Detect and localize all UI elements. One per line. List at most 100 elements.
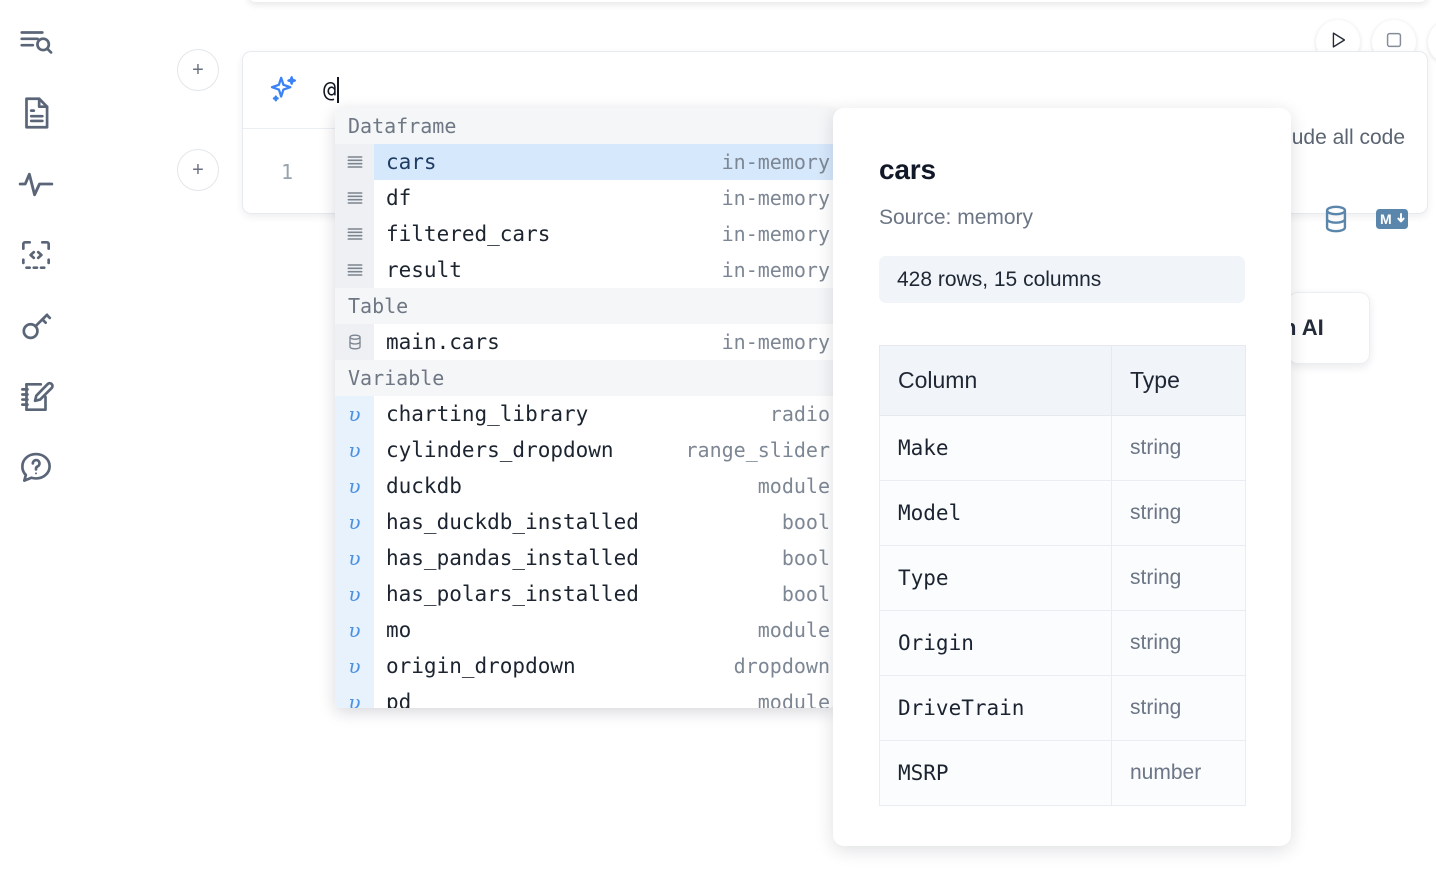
completion-option-content: cylinders_dropdown range_slider xyxy=(374,432,834,468)
sidebar-item-activity[interactable] xyxy=(12,160,60,208)
schema-table-header-row: Column Type xyxy=(879,345,1246,416)
ai-prompt-input[interactable]: @ xyxy=(323,52,1173,128)
sidebar-item-help[interactable] xyxy=(12,444,60,492)
with-ai-chip-label: h AI xyxy=(1289,315,1324,340)
sidebar-item-scratchpad[interactable] xyxy=(12,373,60,421)
preview-title: cars xyxy=(879,154,936,185)
play-triangle-icon xyxy=(1327,29,1349,56)
schema-column-type: string xyxy=(1111,480,1246,546)
completion-option-content: pd module xyxy=(374,684,834,708)
preview-source: Source: memory xyxy=(879,206,1034,229)
sidebar-item-secrets[interactable] xyxy=(12,302,60,350)
schema-column-name: Origin xyxy=(879,610,1112,676)
plus-icon: + xyxy=(192,59,204,81)
completion-option-type: in-memory xyxy=(721,186,830,210)
sparkle-ai-icon xyxy=(267,73,301,107)
completion-option-name: df xyxy=(386,186,412,210)
code-editor-row[interactable]: 1 xyxy=(243,130,1173,214)
svg-text:M: M xyxy=(1380,211,1392,227)
completion-option-name: origin_dropdown xyxy=(386,654,576,678)
completion-option[interactable]: υ origin_dropdown dropdown xyxy=(335,648,834,684)
dataframe-icon xyxy=(335,144,374,180)
add-cell-button-top[interactable]: + xyxy=(177,49,219,91)
completion-option-name: has_pandas_installed xyxy=(386,546,639,570)
completion-option-type: module xyxy=(757,690,830,708)
dataframe-icon xyxy=(335,252,374,288)
variable-icon: υ xyxy=(335,612,374,648)
completion-group-header: Dataframe xyxy=(335,108,834,144)
completion-option[interactable]: υ cylinders_dropdown range_slider xyxy=(335,432,834,468)
completion-option-name: has_duckdb_installed xyxy=(386,510,639,534)
plus-icon: + xyxy=(192,159,204,181)
text-caret xyxy=(336,77,339,103)
schema-column-header: Column xyxy=(879,345,1112,416)
variable-icon: υ xyxy=(335,684,374,708)
completion-option-type: range_slider xyxy=(685,438,831,462)
schema-column-name: Type xyxy=(879,545,1112,611)
completion-option-type: in-memory xyxy=(721,258,830,282)
sidebar-item-explore[interactable] xyxy=(12,18,60,66)
completion-option-name: pd xyxy=(386,690,412,708)
cell-above-edge xyxy=(248,0,1428,2)
completion-option-name: duckdb xyxy=(386,474,462,498)
completion-option-type: in-memory xyxy=(721,150,830,174)
with-ai-chip[interactable]: h AI xyxy=(1288,292,1370,364)
sidebar-item-files[interactable] xyxy=(12,89,60,137)
completion-group-header: Variable xyxy=(335,360,834,396)
completion-option-content: df in-memory xyxy=(374,180,834,216)
completion-option-type: radio xyxy=(769,402,830,426)
schema-column-name: Make xyxy=(879,415,1112,481)
completion-option[interactable]: υ has_polars_installed bool xyxy=(335,576,834,612)
schema-column-type: string xyxy=(1111,545,1246,611)
schema-column-name: DriveTrain xyxy=(879,675,1112,741)
completion-option[interactable]: df in-memory xyxy=(335,180,834,216)
completion-option-name: filtered_cars xyxy=(386,222,551,246)
completion-option-type: dropdown xyxy=(733,654,830,678)
variable-icon: υ xyxy=(335,648,374,684)
variable-icon: υ xyxy=(335,432,374,468)
completion-option-name: cylinders_dropdown xyxy=(386,438,614,462)
variable-icon: υ xyxy=(335,540,374,576)
ai-prompt-text: @ xyxy=(323,77,336,103)
markdown-icon[interactable]: M xyxy=(1375,206,1409,237)
schema-column-name: Model xyxy=(879,480,1112,546)
dataframe-preview-card: cars Source: memory 428 rows, 15 columns… xyxy=(833,108,1291,846)
variable-icon: υ xyxy=(335,576,374,612)
line-number: 1 xyxy=(280,160,294,184)
key-icon xyxy=(17,307,55,345)
overflow-button[interactable] xyxy=(1428,20,1436,64)
completion-option-type: bool xyxy=(781,582,830,606)
dataframe-icon xyxy=(335,216,374,252)
variable-icon: υ xyxy=(335,504,374,540)
preview-shape-badge: 428 rows, 15 columns xyxy=(879,256,1245,303)
sidebar-item-snippets[interactable] xyxy=(12,231,60,279)
schema-column-type: string xyxy=(1111,415,1246,481)
database-icon[interactable] xyxy=(1319,202,1353,241)
add-cell-button-bottom[interactable]: + xyxy=(177,149,219,191)
cell-action-icons: M xyxy=(1319,202,1409,241)
code-snippet-icon xyxy=(17,236,55,274)
completion-option-type: module xyxy=(757,618,830,642)
table-database-icon xyxy=(335,324,374,360)
completion-option-type: in-memory xyxy=(721,330,830,354)
schema-column-type: string xyxy=(1111,610,1246,676)
completion-option-name: has_polars_installed xyxy=(386,582,639,606)
